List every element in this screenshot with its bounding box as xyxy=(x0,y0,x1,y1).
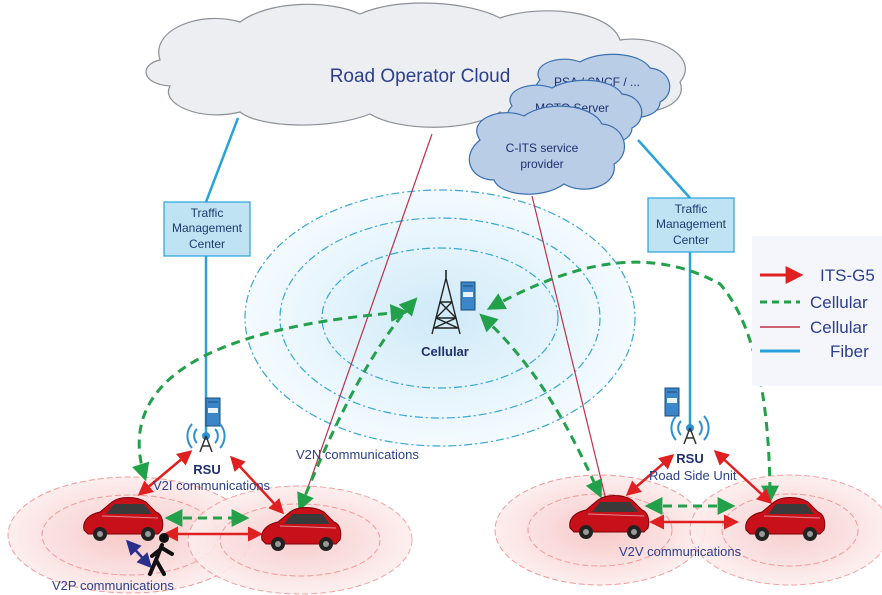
svg-text:Management: Management xyxy=(656,217,727,231)
svg-text:Management: Management xyxy=(172,221,243,235)
cellular-dashed-links xyxy=(132,260,779,527)
cits-cloud-label-2: provider xyxy=(520,157,563,171)
legend-label-cellular-dashed: Cellular xyxy=(810,293,868,312)
cell-tower-icon xyxy=(431,270,476,335)
server-icon xyxy=(205,397,221,427)
rsu-left: RSU xyxy=(186,397,226,477)
its-g5-links xyxy=(137,449,773,542)
traffic-management-center-left: Traffic Management Center xyxy=(163,201,251,257)
cits-cloud: C-ITS service provider xyxy=(468,105,625,195)
cits-cloud-label-1: C-ITS service xyxy=(506,141,579,155)
rsu-right-label: RSU xyxy=(676,451,703,466)
svg-text:Center: Center xyxy=(189,237,225,251)
svg-text:Traffic: Traffic xyxy=(191,206,224,220)
legend-label-its-g5: ITS-G5 xyxy=(820,266,875,285)
v2n-label: V2N communications xyxy=(296,447,419,462)
v2p-label: V2P communications xyxy=(52,578,174,593)
cellular-label: Cellular xyxy=(421,344,469,359)
rsu-right: RSU xyxy=(664,387,710,466)
pedestrian-icon xyxy=(148,533,174,576)
traffic-management-center-right: Traffic Management Center xyxy=(647,197,735,253)
svg-text:Traffic: Traffic xyxy=(675,202,708,216)
legend-label-fiber: Fiber xyxy=(830,342,869,361)
legend-label-cellular-thin: Cellular xyxy=(810,318,868,337)
svg-text:Center: Center xyxy=(673,233,709,247)
server-icon xyxy=(664,387,680,417)
road-operator-cloud-label: Road Operator Cloud xyxy=(330,66,511,87)
v2i-label: V2I communications xyxy=(153,478,271,493)
v2p-link xyxy=(125,539,153,569)
legend: ITS-G5 Cellular Cellular Fiber xyxy=(752,236,882,386)
road-side-unit-label: Road Side Unit xyxy=(649,468,737,483)
v2v-label: V2V communications xyxy=(619,544,742,559)
rsu-left-label: RSU xyxy=(193,462,220,477)
